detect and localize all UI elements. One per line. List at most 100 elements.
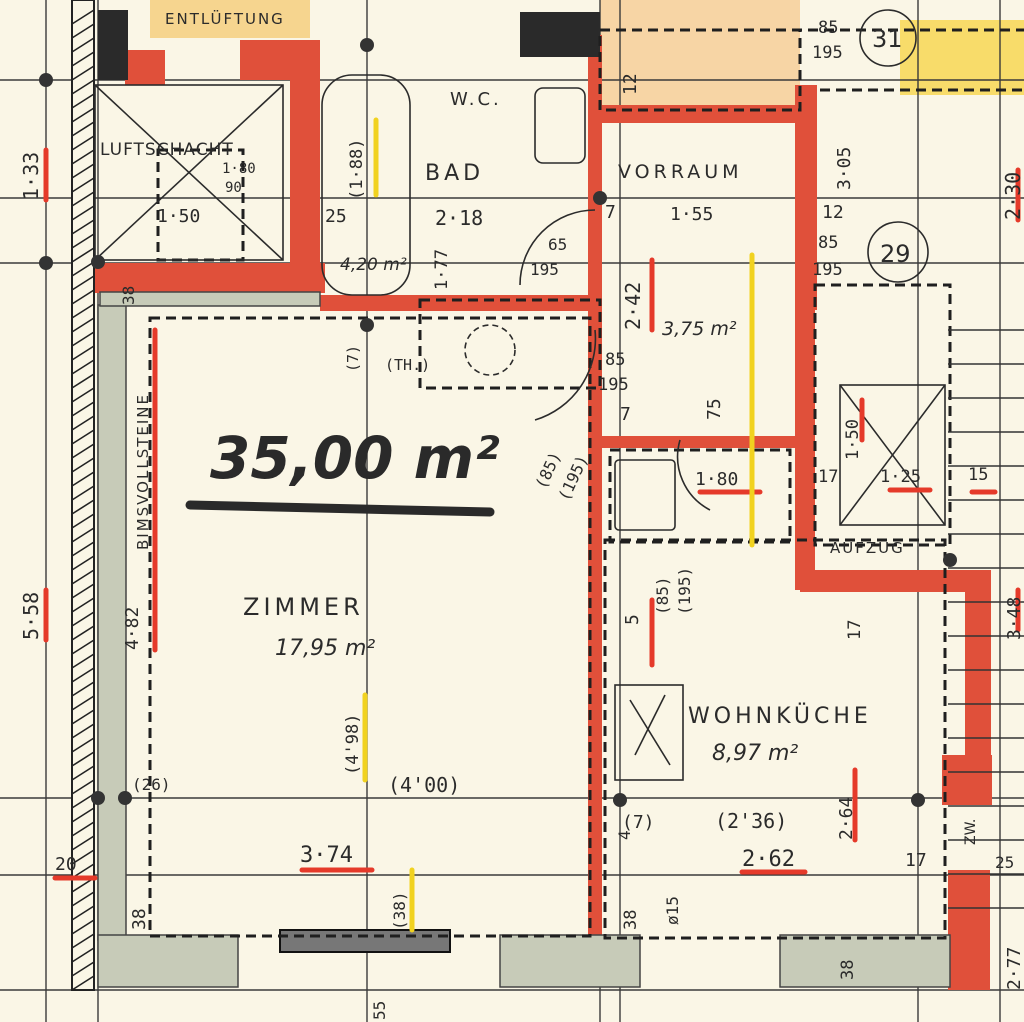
hatch-line [71, 625, 95, 641]
dim-label: 2·62 [742, 847, 795, 872]
grid-node [613, 793, 627, 807]
hatch-line [71, 415, 95, 431]
luftschacht-box [94, 84, 284, 261]
dim-label: 3·48 [1004, 597, 1024, 640]
dim-label: 65 [548, 235, 567, 254]
dim-label: 38 [838, 960, 858, 980]
dim-label: (195) [675, 567, 694, 615]
dim-label: 1·77 [432, 249, 452, 290]
dim-label: 5 [622, 614, 643, 625]
yellow-markers [362, 117, 755, 933]
room-name-wohnkueche: WOHNKÜCHE [688, 703, 872, 729]
total-area: 35,00 m² [210, 424, 500, 492]
grid-node [91, 255, 105, 269]
dim-label: 20 [55, 854, 77, 875]
hatch-line [71, 471, 95, 487]
hatch-line [71, 975, 95, 991]
hatch-line [71, 639, 95, 655]
hatch-line [71, 541, 95, 557]
hatch-line [71, 233, 95, 249]
circle-label-31: 31 [872, 25, 903, 53]
hatch-line [71, 611, 95, 627]
dim-label: 195 [598, 375, 629, 395]
hatch-line [71, 681, 95, 697]
hatch-line [71, 317, 95, 333]
hatch-line [71, 597, 95, 613]
dim-label: 5·58 [19, 592, 43, 640]
chimney-block [98, 10, 128, 80]
dim-label: 17 [818, 467, 838, 487]
hatch-line [71, 65, 95, 81]
grid-node [360, 38, 374, 52]
door-swing-zimmer [534, 329, 597, 421]
hatch-line [71, 247, 95, 263]
grid-node [593, 191, 607, 205]
hatch-line [71, 205, 95, 221]
dim-label: 12 [822, 202, 844, 223]
hatch-line [71, 751, 95, 767]
dim-label: ø15 [663, 896, 682, 925]
hatch-line [71, 387, 95, 403]
dim-label: (7) [622, 812, 655, 833]
hatch-line [71, 191, 95, 207]
dim-label: (4'00) [388, 773, 460, 797]
room-name-vorraum: VORRAUM [618, 161, 743, 183]
dim-label: 2·18 [435, 206, 483, 230]
hatch-line [71, 891, 95, 907]
dim-label: 85 [818, 233, 838, 253]
hatch-line [71, 765, 95, 781]
dim-label: (7) [344, 345, 362, 372]
grid-node [39, 73, 53, 87]
room-name-zw: ZW. [963, 819, 979, 845]
grid-node [39, 256, 53, 270]
stair-landing-tint [600, 0, 800, 105]
dim-label: 195 [812, 43, 843, 63]
staircase [948, 329, 1024, 909]
grey-walls [97, 291, 951, 988]
dim-label: 38 [621, 910, 641, 930]
hatch-line [71, 79, 95, 95]
dim-label: 195 [812, 260, 843, 280]
kitchen-sink [614, 459, 676, 531]
dim-label: 17 [905, 850, 927, 871]
dim-label: 75 [704, 398, 725, 420]
red-markers [43, 147, 1021, 881]
room-area-wohnkueche: 8,97 m² [712, 741, 798, 766]
dim-label: (4'98) [343, 714, 363, 775]
hatch-line [71, 93, 95, 109]
dim-label: 1·25 [880, 467, 921, 487]
room-area-bad: 4,20 m² [340, 255, 407, 275]
hatch-line [71, 401, 95, 417]
hatch-line [71, 709, 95, 725]
dim-label: 2·77 [1004, 947, 1024, 990]
hatch-line [71, 653, 95, 669]
dim-label: 1·50 [157, 206, 200, 227]
dim-label: 1·80 [695, 469, 738, 490]
aufzug-box [839, 384, 946, 526]
dim-label: 25 [995, 853, 1014, 872]
dim-label: 7 [620, 404, 631, 425]
circle-29 [867, 221, 929, 283]
hatch-line [71, 849, 95, 865]
hatch-line [71, 933, 95, 949]
circle-31 [859, 9, 917, 67]
hatch-line [71, 275, 95, 291]
hatch-line [71, 261, 95, 277]
dim-label: (1·88) [347, 139, 367, 200]
room-name-wc: W.C. [450, 89, 502, 110]
dim-label: 195 [530, 260, 559, 279]
dim-label: 90 [225, 180, 242, 196]
hatch-line [71, 947, 95, 963]
dim-label: 15 [968, 465, 988, 485]
hatch-line [71, 695, 95, 711]
dim-label: 2·30 [1001, 172, 1024, 220]
window-sill [279, 929, 451, 953]
hatch-line [71, 667, 95, 683]
grid-node [360, 318, 374, 332]
hatch-line [71, 821, 95, 837]
circle-label-29: 29 [880, 240, 911, 268]
hatch-line [71, 737, 95, 753]
hatch-line [71, 23, 95, 39]
room-name-luftschacht: LUFTSCHACHT [100, 140, 234, 160]
grid-node [911, 793, 925, 807]
